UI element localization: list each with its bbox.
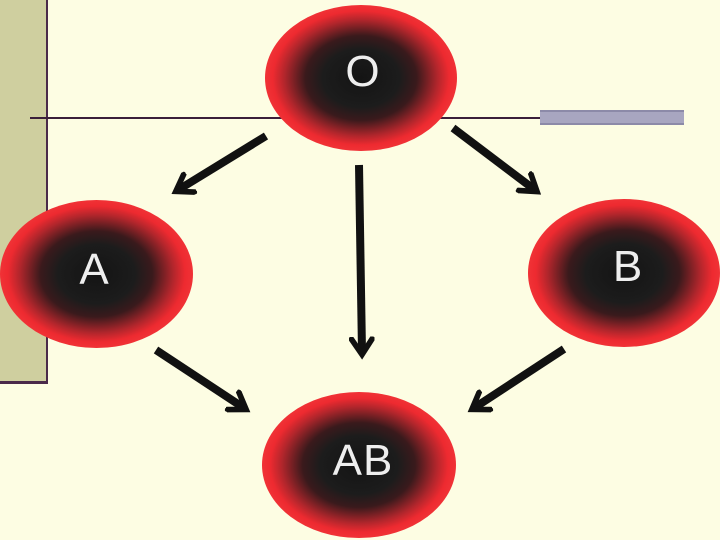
arrow-o-to-b: [450, 124, 535, 190]
arrow-a-to-ab: [153, 346, 244, 408]
blood-type-ab-cell: AB: [262, 392, 456, 538]
arrow-b-to-ab: [474, 345, 567, 408]
arrow-o-to-ab: [359, 164, 362, 352]
blood-type-a-cell: A: [0, 200, 193, 348]
accent-box: [540, 110, 684, 125]
blood-type-b-cell: B: [528, 199, 720, 347]
left-accent-bar-edge: [0, 381, 48, 384]
blood-type-a-label: A: [79, 245, 110, 294]
arrow-o-to-a: [178, 132, 269, 190]
blood-type-b-label: B: [612, 242, 644, 291]
blood-type-o-cell: O: [265, 5, 457, 151]
blood-type-o-label: O: [345, 47, 381, 96]
blood-type-ab-label: AB: [332, 436, 394, 485]
